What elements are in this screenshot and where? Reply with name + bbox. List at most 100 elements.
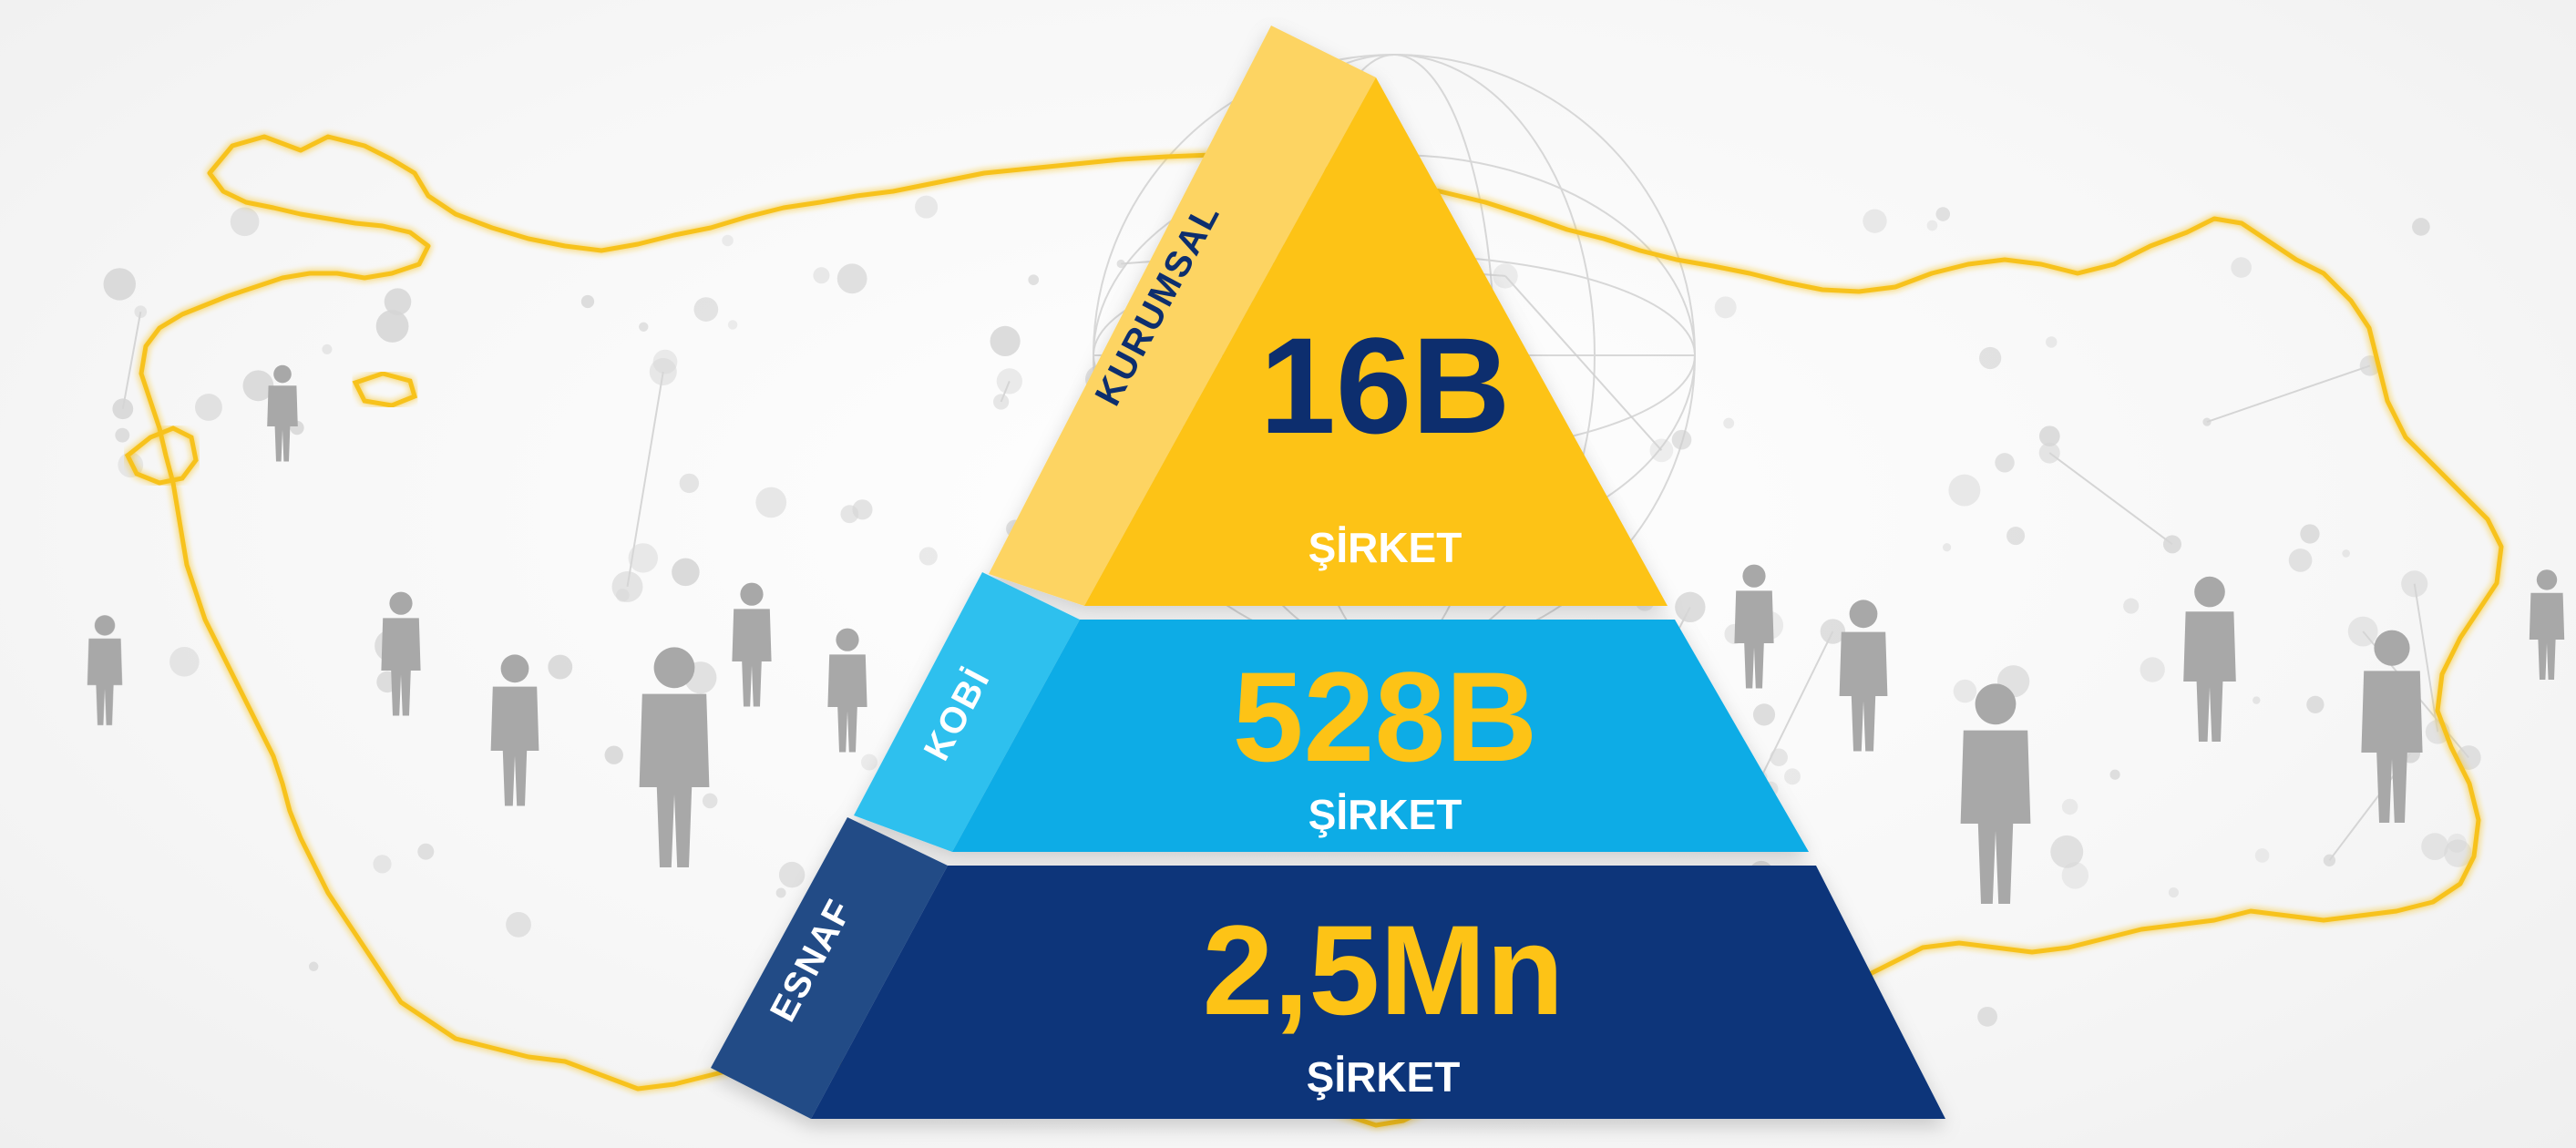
network-node [1770, 748, 1788, 766]
esnaf-value: 2,5Mn [1203, 898, 1565, 1041]
network-node [1926, 220, 1938, 231]
network-node [308, 961, 319, 972]
network-node [672, 558, 700, 587]
network-node [1863, 209, 1887, 233]
network-node [2162, 535, 2181, 554]
network-node [996, 368, 1022, 395]
person-silhouette-icon [87, 615, 123, 725]
network-node [1995, 453, 2015, 473]
network-node [702, 793, 718, 809]
network-node [775, 887, 786, 898]
network-node [727, 320, 738, 330]
network-node [2253, 696, 2261, 704]
pyramid: KURUMSAL 16B ŞİRKET KOBİ 528B ŞİRKET ESN… [711, 26, 1945, 1119]
esnaf-side-face [711, 817, 948, 1119]
network-node [611, 570, 643, 602]
kurumsal-value: 16B [1259, 309, 1510, 462]
network-node [1671, 429, 1692, 450]
network-edge [1504, 275, 1663, 451]
network-node [1675, 591, 1706, 623]
kobi-side-face [854, 572, 1080, 852]
network-edge [2413, 583, 2439, 733]
kurumsal-front-face [1084, 77, 1668, 606]
network-node [112, 398, 134, 420]
network-node [506, 911, 531, 938]
network-node [778, 861, 806, 888]
kurumsal-unit: ŞİRKET [1309, 524, 1462, 571]
network-node [322, 343, 333, 354]
network-node [548, 654, 573, 680]
network-node [1714, 296, 1737, 319]
network-node [2288, 548, 2313, 572]
network-node [1942, 543, 1952, 552]
kobi-front-face [952, 620, 1809, 852]
network-node [2342, 549, 2350, 558]
network-graph-background [103, 195, 2481, 1027]
thrace-outline [124, 425, 199, 486]
network-node [919, 547, 938, 566]
network-edge [2048, 452, 2173, 546]
network-node [990, 325, 1021, 356]
network-node [2168, 887, 2179, 898]
network-node [2050, 835, 2084, 868]
person-silhouette-icon [2529, 569, 2565, 680]
network-node [693, 297, 719, 322]
network-node [1820, 619, 1846, 644]
network-node [1649, 438, 1674, 463]
network-node [417, 843, 435, 860]
network-node [2231, 257, 2252, 278]
esnaf-front-face [811, 866, 1945, 1119]
esnaf-unit: ŞİRKET [1307, 1053, 1461, 1101]
network-node [649, 358, 677, 386]
kobi-value: 528B [1233, 645, 1538, 788]
person-silhouette-icon [2361, 630, 2423, 823]
network-node [1977, 1006, 1997, 1027]
network-node [628, 543, 659, 573]
network-node [860, 753, 877, 771]
network-node [2109, 769, 2120, 780]
network-node [373, 855, 392, 874]
person-silhouette-icon [732, 582, 772, 707]
people-silhouettes [87, 364, 2565, 904]
network-node [639, 322, 649, 332]
network-node [1723, 417, 1735, 429]
network-node [604, 745, 623, 764]
network-node [2447, 833, 2467, 853]
person-silhouette-icon [639, 647, 710, 867]
network-node [1784, 768, 1801, 785]
network-node [230, 207, 260, 237]
network-node [2306, 695, 2325, 713]
network-node [2061, 862, 2089, 889]
network-node [652, 349, 678, 374]
island-outline [352, 371, 418, 408]
network-node [755, 487, 787, 518]
person-silhouette-icon [2183, 576, 2236, 742]
network-node [1028, 274, 1040, 285]
person-silhouette-icon [267, 364, 298, 462]
network-node [242, 370, 274, 402]
network-node [2347, 616, 2378, 647]
network-edge [1000, 381, 1011, 403]
network-node [616, 589, 630, 602]
person-silhouette-icon [490, 654, 539, 806]
network-node [840, 505, 859, 524]
network-node [375, 310, 409, 343]
network-edge [2206, 364, 2371, 424]
network-node [2140, 657, 2165, 682]
network-node [992, 394, 1010, 410]
network-node [2038, 425, 2060, 446]
network-node [1116, 259, 1125, 269]
network-node [2401, 570, 2428, 598]
network-node [2006, 527, 2026, 546]
network-node [1979, 346, 2002, 370]
tier-kurumsal: KURUMSAL 16B ŞİRKET [989, 26, 1668, 606]
network-node [134, 305, 148, 319]
network-node [115, 427, 130, 443]
network-node [722, 234, 734, 247]
network-node [103, 268, 136, 301]
network-node [2254, 848, 2270, 863]
network-node [384, 288, 412, 315]
person-silhouette-icon [827, 628, 867, 753]
network-node [1493, 263, 1518, 289]
